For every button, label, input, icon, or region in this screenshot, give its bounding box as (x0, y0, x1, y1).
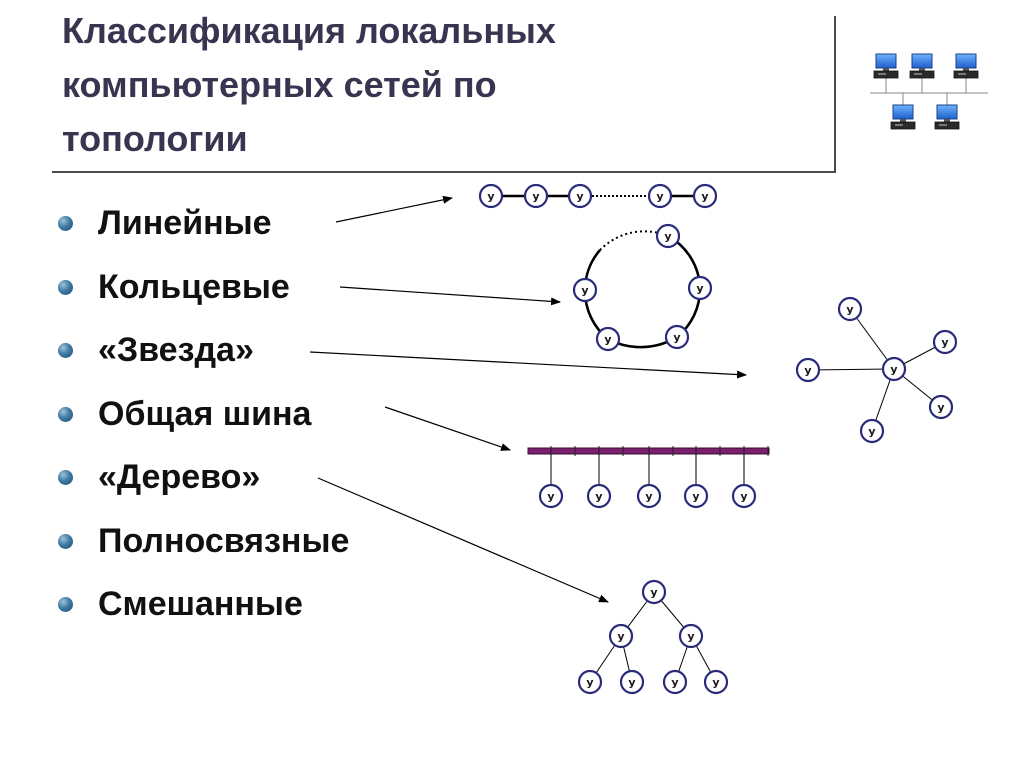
device-node: у (621, 671, 643, 693)
monitor-screen (912, 54, 932, 68)
node-label: у (740, 490, 747, 503)
device-node: у (861, 420, 883, 442)
device-node: у (797, 359, 819, 381)
device-node: у (638, 485, 660, 507)
node-label: у (846, 303, 853, 316)
device-node: у (610, 625, 632, 647)
star-link (808, 369, 894, 370)
drive-slot (939, 124, 947, 126)
node-label: у (547, 490, 554, 503)
drive-slot (895, 124, 903, 126)
device-node: у (657, 225, 679, 247)
node-label: у (650, 586, 657, 599)
device-node: у (574, 279, 596, 301)
device-node: у (689, 277, 711, 299)
monitor-stand (963, 68, 969, 71)
node-label: у (656, 190, 663, 203)
node-label: у (868, 425, 875, 438)
pointer-arrow (336, 198, 452, 222)
node-label: у (628, 676, 635, 689)
node-label: у (581, 284, 588, 297)
device-node: у (525, 185, 547, 207)
node-label: у (692, 490, 699, 503)
device-node: у (579, 671, 601, 693)
device-node: у (685, 485, 707, 507)
node-label: у (487, 190, 494, 203)
network-computers-icon (870, 54, 988, 129)
device-node: у (733, 485, 755, 507)
monitor-stand (944, 119, 950, 122)
node-label: у (595, 490, 602, 503)
node-label: у (937, 401, 944, 414)
device-node: у (934, 331, 956, 353)
monitor-stand (900, 119, 906, 122)
node-label: у (701, 190, 708, 203)
node-label: у (673, 331, 680, 344)
device-node: у (480, 185, 502, 207)
device-node: у (680, 625, 702, 647)
device-node: у (694, 185, 716, 207)
device-node: у (839, 298, 861, 320)
node-label: у (941, 336, 948, 349)
device-node: у (540, 485, 562, 507)
pointer-arrow (310, 352, 746, 375)
monitor-screen (937, 105, 957, 119)
node-label: у (696, 282, 703, 295)
device-node: у (930, 396, 952, 418)
computer-icon (891, 105, 915, 129)
monitor-screen (956, 54, 976, 68)
device-node: у (588, 485, 610, 507)
device-node: у (649, 185, 671, 207)
node-label: у (586, 676, 593, 689)
computer-icon (874, 54, 898, 78)
node-label: у (617, 630, 624, 643)
node-label: у (804, 364, 811, 377)
node-label: у (664, 230, 671, 243)
device-node: у (705, 671, 727, 693)
monitor-stand (919, 68, 925, 71)
node-label: у (645, 490, 652, 503)
device-node: у (664, 671, 686, 693)
node-label: у (576, 190, 583, 203)
drive-slot (958, 73, 966, 75)
computer-icon (935, 105, 959, 129)
device-node: у (597, 328, 619, 350)
device-node: у (883, 358, 905, 380)
node-label: у (687, 630, 694, 643)
monitor-stand (883, 68, 889, 71)
node-label: у (604, 333, 611, 346)
device-node: у (666, 326, 688, 348)
computer-icon (910, 54, 934, 78)
node-label: у (890, 363, 897, 376)
pointer-arrow (318, 478, 608, 602)
computer-icon (954, 54, 978, 78)
pointer-arrow (385, 407, 510, 450)
pointer-arrow (340, 287, 560, 302)
monitor-screen (876, 54, 896, 68)
device-node: у (643, 581, 665, 603)
node-label: у (532, 190, 539, 203)
node-label: у (671, 676, 678, 689)
node-label: у (712, 676, 719, 689)
drive-slot (914, 73, 922, 75)
monitor-screen (893, 105, 913, 119)
drive-slot (878, 73, 886, 75)
device-node: у (569, 185, 591, 207)
